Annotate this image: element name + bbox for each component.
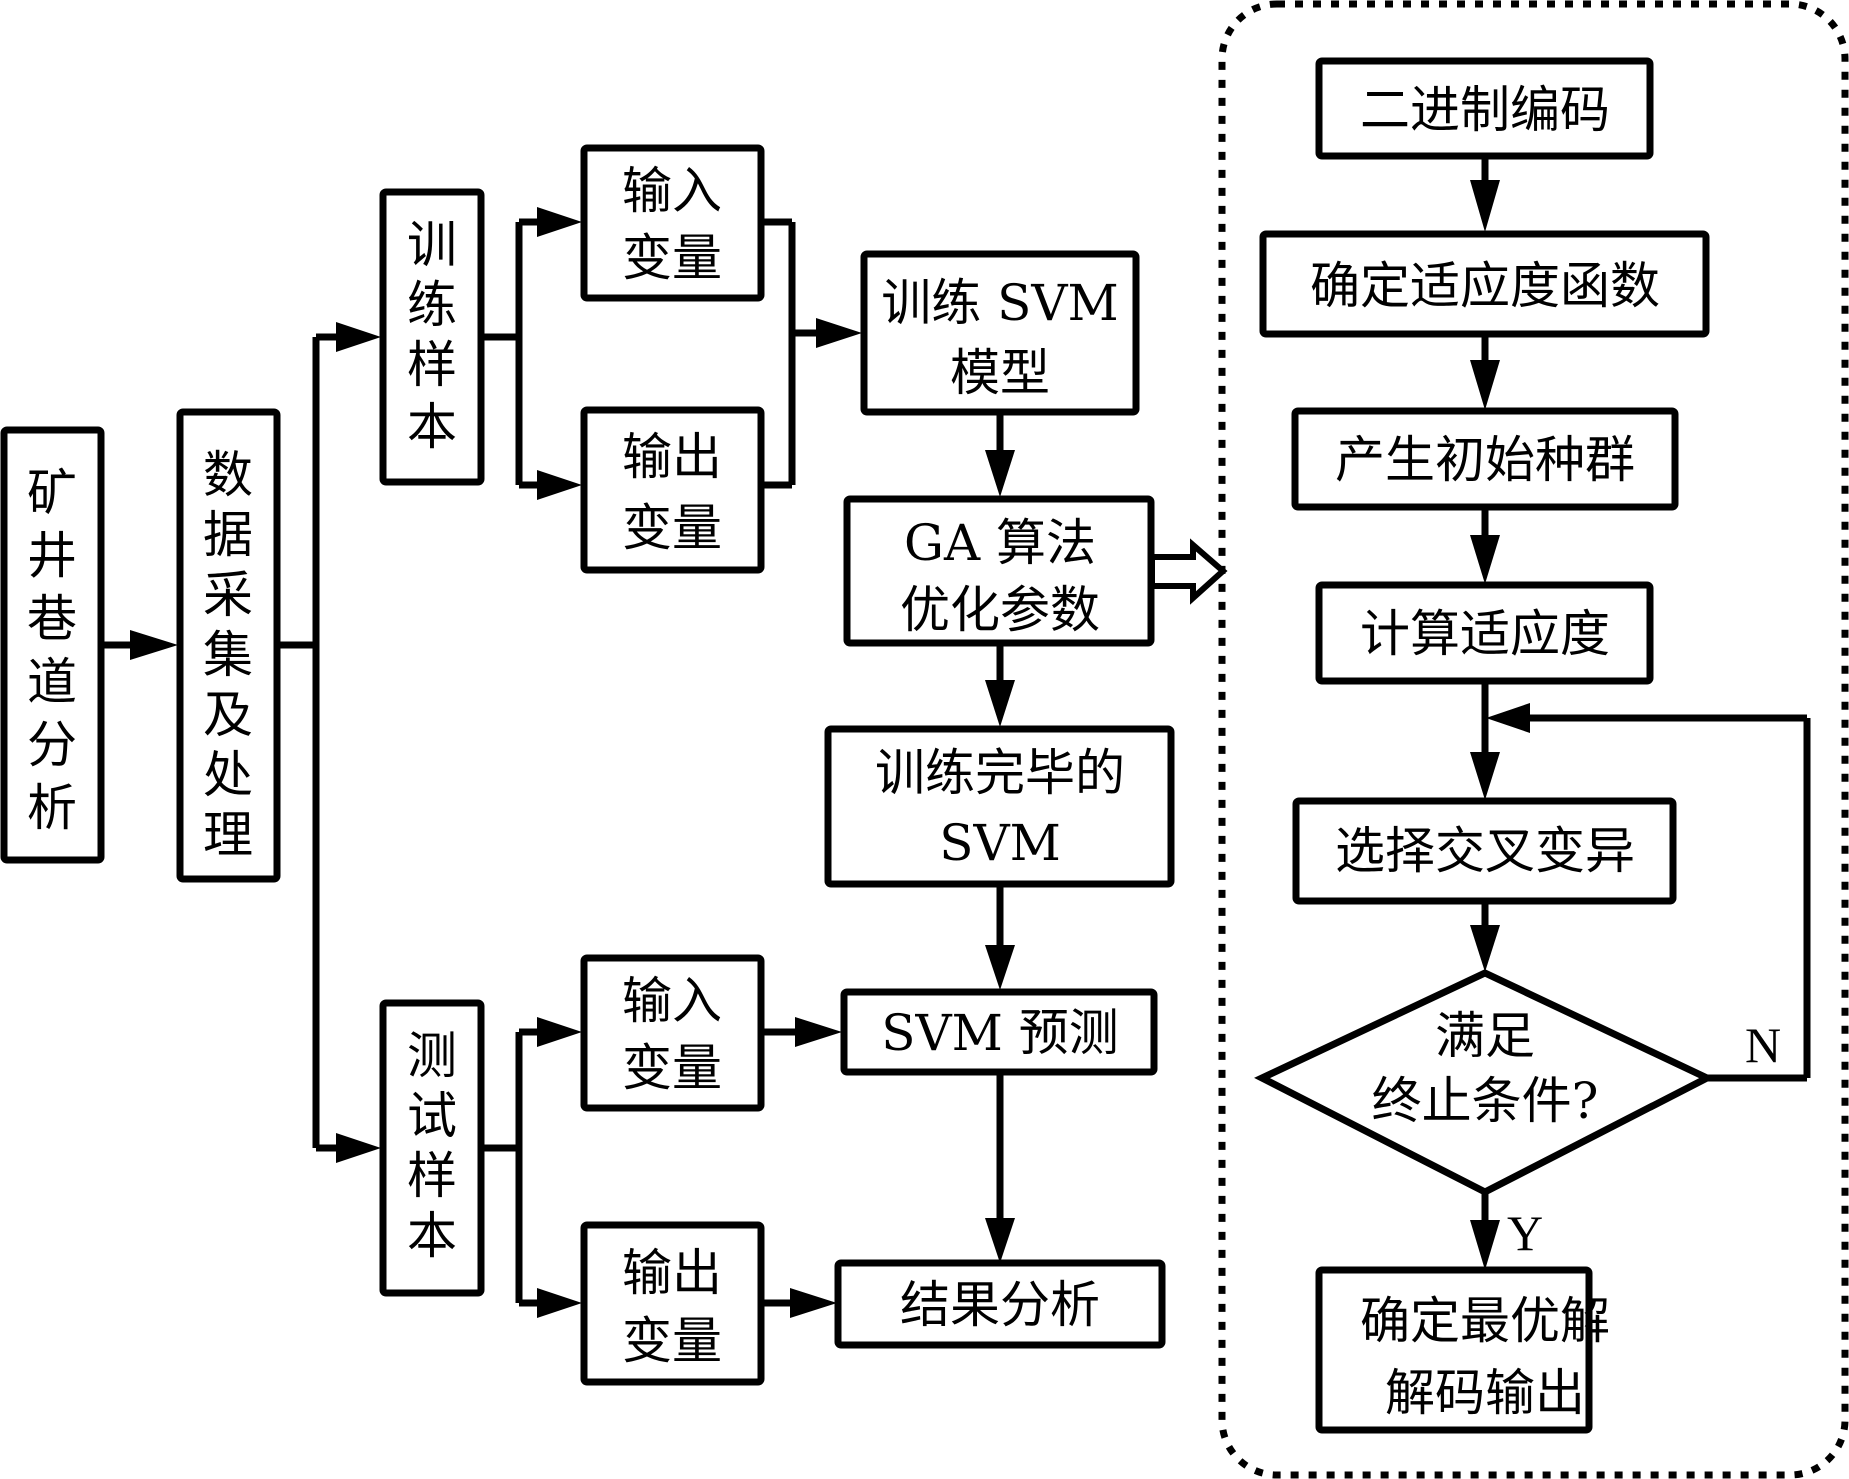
node-label: 巷 [27, 590, 77, 648]
node-label: 确定适应度函数 [1310, 257, 1660, 315]
node-init-population: 产生初始种群 [1291, 407, 1679, 511]
arrow-head-icon [1470, 1220, 1500, 1270]
node-label: 模型 [950, 344, 1050, 402]
node-label: 优化参数 [900, 581, 1100, 639]
node-label: 变量 [622, 499, 722, 557]
node-label: 输出 [622, 1244, 722, 1302]
arrow-head-icon [537, 207, 582, 237]
node-binary-encoding: 二进制编码 [1315, 57, 1654, 160]
node-label: 计算适应度 [1360, 605, 1610, 663]
node-label: SVM 预测 [881, 1004, 1118, 1062]
node-test-input-variables: 输入 变量 [580, 954, 765, 1112]
edge-label-yes: Y [1507, 1205, 1543, 1261]
node-optimal-output: 确定最优解 解码输出 [1315, 1266, 1610, 1434]
node-label: 变量 [622, 1312, 722, 1370]
node-label: 训练完毕的 [875, 744, 1125, 802]
node-label: 确定最优解 [1360, 1292, 1610, 1350]
arrow-head-icon [985, 945, 1015, 990]
node-label: 终止条件? [1372, 1072, 1599, 1130]
node-label: 选择交叉变异 [1335, 822, 1635, 880]
node-fitness-function: 确定适应度函数 [1259, 230, 1710, 338]
node-label: GA 算法 [904, 514, 1096, 572]
node-label: 输出 [622, 428, 722, 486]
node-label: 道 [27, 653, 77, 711]
node-test-sample: 测 试 样 本 [379, 999, 485, 1297]
node-label: SVM [939, 814, 1061, 872]
arrow-head-icon [537, 1288, 582, 1318]
node-roadway-analysis: 矿 井 巷 道 分 析 [0, 426, 105, 864]
node-label: 析 [27, 779, 77, 837]
node-label: 处 [203, 746, 253, 804]
node-label: 理 [203, 806, 253, 864]
node-label: 样 [407, 1147, 457, 1205]
arrow-head-icon [336, 1133, 381, 1163]
node-label: 结果分析 [900, 1276, 1100, 1334]
node-result-analysis: 结果分析 [834, 1259, 1166, 1349]
expand-arrow-icon [1149, 538, 1228, 605]
node-label: 试 [407, 1087, 457, 1145]
arrow-head-icon [795, 1017, 842, 1047]
node-label: 变量 [622, 1039, 722, 1097]
node-label: 输入 [622, 972, 722, 1030]
arrow-head-icon [1470, 535, 1500, 584]
node-label: 测 [407, 1027, 457, 1085]
edge-label-no: N [1745, 1017, 1781, 1073]
node-label: 输入 [622, 162, 722, 220]
node-termination-check: 满足 终止条件? [1254, 969, 1715, 1196]
node-data-processing: 数 据 采 集 及 处 理 [176, 408, 281, 883]
node-compute-fitness: 计算适应度 [1315, 581, 1654, 685]
node-svm-predict: SVM 预测 [840, 988, 1158, 1076]
node-label: 本 [407, 1207, 457, 1265]
arrow-head-icon [790, 1288, 837, 1318]
ga-subprocess-container [1218, 0, 1849, 1479]
node-label: 解码输出 [1385, 1364, 1585, 1422]
connectors [102, 156, 1811, 1318]
node-label: 训练 SVM [881, 274, 1118, 332]
node-label: 练 [407, 276, 457, 334]
node-trained-svm: 训练完毕的 SVM [824, 725, 1175, 888]
arrow-head-icon [336, 322, 381, 352]
node-label: 满足 [1435, 1007, 1535, 1065]
node-label: 井 [27, 527, 77, 585]
arrow-head-icon [130, 630, 178, 660]
arrow-head-icon [537, 1017, 582, 1047]
arrow-head-icon [1486, 703, 1530, 733]
node-label: 二进制编码 [1360, 81, 1610, 139]
node-selection-crossover-mutation: 选择交叉变异 [1292, 797, 1677, 905]
arrow-head-icon [985, 1218, 1015, 1263]
node-label: 训 [407, 216, 457, 274]
arrow-head-icon [1470, 180, 1500, 232]
arrow-head-icon [1470, 360, 1500, 410]
node-label: 采 [203, 566, 253, 624]
node-label: 变量 [622, 229, 722, 287]
node-label: 矿 [27, 464, 77, 522]
arrow-head-icon [1470, 752, 1500, 800]
node-train-svm-model: 训练 SVM 模型 [860, 250, 1140, 416]
node-test-output-variables: 输出 变量 [580, 1221, 765, 1386]
node-train-output-variables: 输出 变量 [580, 406, 765, 574]
arrow-head-icon [985, 450, 1015, 497]
node-training-sample: 训 练 样 本 [379, 188, 485, 486]
arrow-head-icon [816, 318, 862, 348]
arrow-head-icon [985, 680, 1015, 727]
node-label: 及 [203, 686, 253, 744]
node-label: 产生初始种群 [1335, 431, 1635, 489]
node-label: 数 [203, 446, 253, 504]
node-train-input-variables: 输入 变量 [580, 144, 765, 302]
node-label: 据 [203, 506, 253, 564]
arrow-head-icon [537, 470, 582, 500]
node-label: 集 [203, 626, 253, 684]
arrow-head-icon [1470, 925, 1500, 972]
node-label: 本 [407, 398, 457, 456]
node-label: 分 [27, 716, 77, 774]
node-ga-optimize-parameters: GA 算法 优化参数 [843, 495, 1155, 647]
node-label: 样 [407, 336, 457, 394]
